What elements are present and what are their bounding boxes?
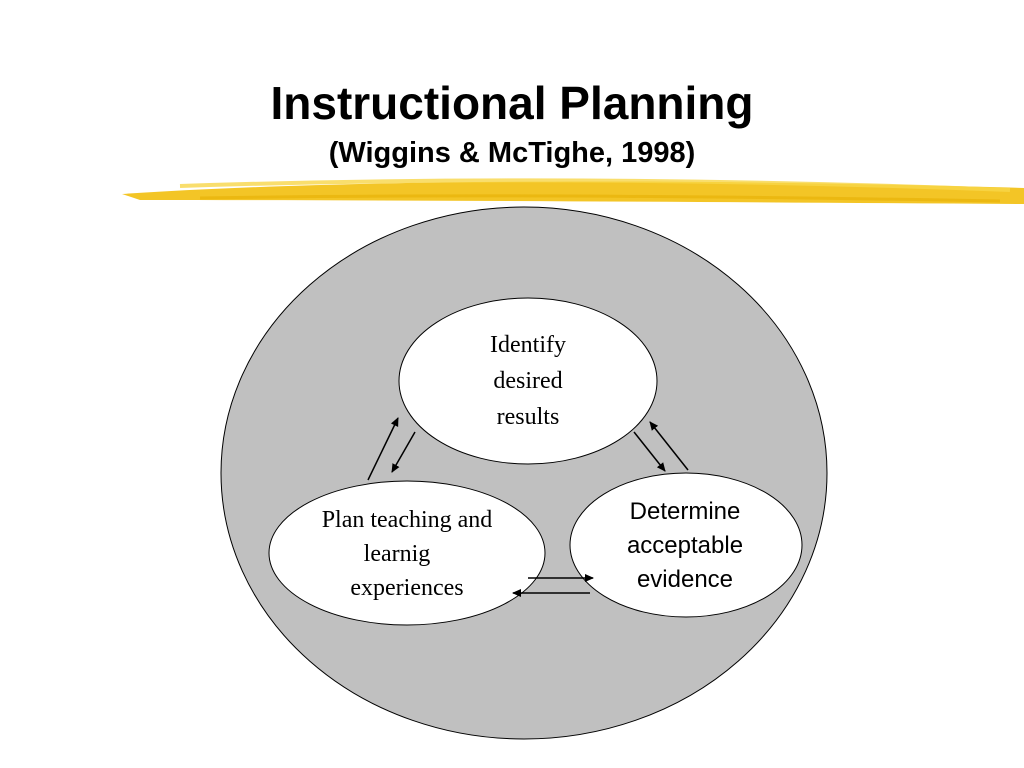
identify-line-1: Identify — [490, 332, 566, 358]
plan-line-1: Plan teaching and — [321, 507, 493, 533]
determine-line-1: Determine — [629, 498, 741, 525]
arrow-identify-to-determine — [633, 431, 666, 472]
arrow-identify-to-plan — [391, 431, 416, 473]
identify-line-2: desired — [493, 368, 563, 394]
page-title: Instructional Planning — [270, 77, 754, 129]
plan-line-2: learnig — [363, 541, 431, 567]
determine-line-2: acceptable — [626, 532, 744, 559]
plan-node — [268, 480, 546, 626]
determine-node — [569, 472, 803, 618]
arrow-plan-to-identify — [367, 417, 399, 481]
identify-line-3: results — [496, 404, 560, 430]
identify-label: Identify desired results — [448, 326, 608, 436]
identify-node — [398, 297, 658, 465]
determine-label: Determine acceptable evidence — [590, 494, 780, 598]
plan-line-3: experiences — [350, 575, 464, 601]
arrow-determine-to-identify — [649, 421, 689, 471]
plan-label: Plan teaching and learnig experiences — [296, 502, 518, 606]
page-subtitle: (Wiggins & McTighe, 1998) — [328, 137, 696, 169]
outer-circle — [220, 206, 828, 740]
determine-line-3: evidence — [636, 566, 734, 593]
